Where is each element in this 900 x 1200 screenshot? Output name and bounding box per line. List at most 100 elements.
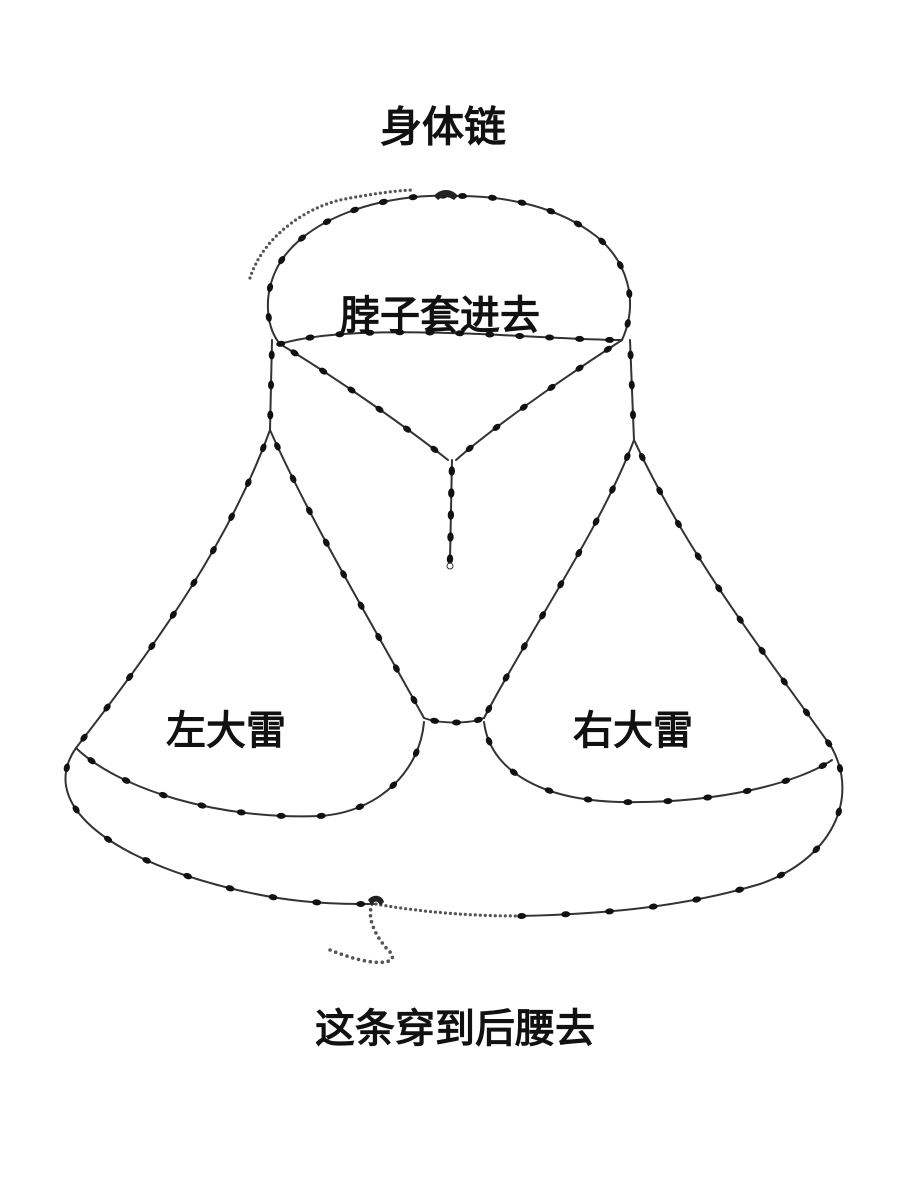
chain-bead <box>236 809 246 816</box>
chain-bead <box>375 632 383 642</box>
chain-bead <box>758 646 766 655</box>
extender-link <box>394 905 398 909</box>
extender-link <box>254 262 258 266</box>
extender-link <box>377 936 381 940</box>
chain-bead <box>389 781 398 789</box>
chain-bead <box>425 329 435 336</box>
chain-bead <box>448 488 455 498</box>
chain-bead <box>266 283 274 292</box>
chain-bead <box>63 763 70 773</box>
chain-bead <box>158 791 168 799</box>
chain-bead <box>509 768 518 776</box>
neck-loop-chain <box>266 194 631 346</box>
extender-link <box>333 950 338 954</box>
chain-bead <box>835 807 842 817</box>
extender-link <box>251 267 256 271</box>
chain-bead <box>674 519 682 529</box>
chain-bead <box>517 199 527 206</box>
chain-bead <box>627 350 634 360</box>
chain-bead <box>455 330 465 337</box>
chain-bead <box>517 912 527 920</box>
extender-link <box>393 189 397 193</box>
chain-bead <box>802 708 811 717</box>
extender-link <box>248 276 252 280</box>
extender-link <box>383 190 387 195</box>
extender-link <box>261 249 265 253</box>
chain-bead <box>692 896 702 903</box>
extender-link <box>250 271 254 275</box>
chain-bead <box>519 403 528 411</box>
chain-bead <box>319 367 328 375</box>
chain-bead <box>408 194 418 201</box>
chain-bead <box>487 194 497 201</box>
pendant-end <box>446 562 454 570</box>
chain-bead <box>335 331 345 338</box>
extender-link <box>408 188 412 192</box>
chain-bead <box>430 445 439 454</box>
chain-bead <box>575 364 584 372</box>
chain-bead <box>209 546 217 555</box>
extender-link <box>493 914 497 918</box>
chain-bead <box>735 886 745 893</box>
extender-link <box>390 955 395 960</box>
extender-link <box>285 224 290 228</box>
extender-link <box>334 199 338 203</box>
chain-bead <box>638 452 646 462</box>
extender-link <box>328 948 332 952</box>
chain-bead <box>485 331 495 338</box>
chain-bead <box>305 334 315 341</box>
chain-bead <box>306 506 313 516</box>
chain-bead <box>742 787 752 794</box>
extender-link <box>483 913 487 918</box>
chain-bead <box>624 318 631 328</box>
chain-bead <box>452 719 461 726</box>
extender-link <box>374 902 378 906</box>
extender-link <box>448 911 452 916</box>
right-chest-label: 右大雷 <box>573 708 693 754</box>
chain-bead <box>818 762 828 770</box>
chain-bead <box>126 672 134 682</box>
extender-link <box>259 253 263 258</box>
chain-bead <box>520 642 528 651</box>
extender-link <box>311 208 315 212</box>
chain-bead <box>322 218 332 226</box>
waist-chain-right <box>519 747 844 917</box>
extender-link <box>256 258 260 262</box>
chain-bead <box>87 757 96 765</box>
chain-bead <box>836 763 844 773</box>
chain-bead <box>378 198 388 205</box>
chain-bead <box>447 532 454 542</box>
extender-link <box>339 198 343 202</box>
chain-bead <box>628 380 635 390</box>
chain-bead <box>267 410 274 420</box>
waist-extender <box>376 904 520 916</box>
neck-clasp-icon <box>434 190 458 200</box>
extender-link <box>468 913 472 917</box>
extender-link <box>282 227 286 231</box>
extender-link <box>443 911 447 915</box>
extender-link <box>302 213 306 217</box>
chain-bead <box>412 748 420 757</box>
extender-link <box>293 218 298 222</box>
extender-link <box>363 193 368 197</box>
extender-link <box>380 941 385 945</box>
chain-bead <box>244 478 252 487</box>
chain-bead <box>656 486 664 496</box>
waist-chain <box>64 747 377 905</box>
chain-bead <box>694 552 702 561</box>
chain-bead <box>225 885 235 892</box>
chain-bead <box>583 796 593 803</box>
chain-bead <box>592 517 600 526</box>
extender-link <box>356 957 361 962</box>
pendant-drop <box>449 459 453 561</box>
chain-bead <box>142 857 151 864</box>
chain-bead <box>276 340 286 347</box>
extender-link <box>384 945 388 950</box>
chain-bead <box>410 695 418 705</box>
extender-link <box>403 188 407 192</box>
chain-bead <box>104 835 113 843</box>
chain-bead <box>605 908 615 915</box>
extender-link <box>463 912 467 917</box>
extender-link <box>325 202 329 206</box>
